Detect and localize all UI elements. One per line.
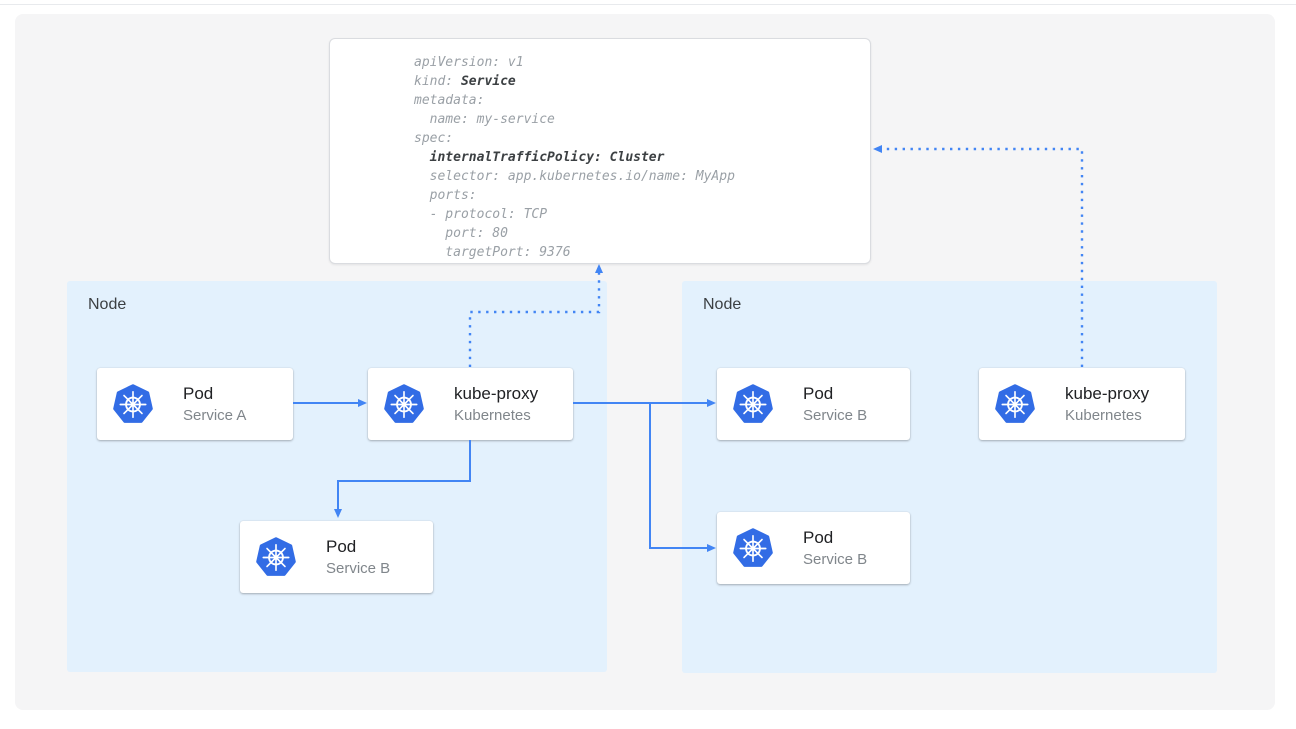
- kube-proxy-right-card: kube-proxy Kubernetes: [979, 368, 1185, 440]
- kube-proxy-left-card: kube-proxy Kubernetes: [368, 368, 573, 440]
- node-left-label: Node: [88, 296, 127, 313]
- yaml-line: name: my-service: [414, 112, 555, 127]
- pod-service-b-bottom-card: Pod Service B: [717, 512, 910, 584]
- node-right: Node Pod Service B Pod Service B kube-pr…: [682, 281, 1217, 673]
- pod-service-b-left-card: Pod Service B: [240, 521, 433, 593]
- card-subtitle: Service B: [326, 559, 391, 577]
- diagram-canvas: Node Pod Service A kube-proxy Kubernetes…: [15, 14, 1275, 710]
- kubernetes-icon: [256, 536, 296, 576]
- node-right-label: Node: [703, 296, 742, 313]
- card-title: Pod: [803, 527, 834, 547]
- card-title: kube-proxy: [454, 383, 539, 403]
- kubernetes-icon: [113, 383, 153, 423]
- card-title: Pod: [183, 383, 214, 403]
- card-subtitle: Service A: [183, 406, 247, 424]
- yaml-line: apiVersion: v1: [414, 55, 524, 70]
- yaml-line: internalTrafficPolicy: Cluster: [429, 150, 665, 165]
- kubernetes-icon: [733, 383, 773, 423]
- yaml-line: kind: Service: [414, 74, 516, 89]
- yaml-line: port: 80: [414, 226, 508, 241]
- pod-service-b-top-card: Pod Service B: [717, 368, 910, 440]
- card-subtitle: Service B: [803, 406, 868, 424]
- card-subtitle: Service B: [803, 550, 868, 568]
- yaml-line: metadata:: [414, 93, 485, 108]
- page-top-divider: [0, 4, 1296, 5]
- yaml-line: ports:: [414, 188, 477, 203]
- yaml-line: selector: app.kubernetes.io/name: MyApp: [414, 169, 735, 184]
- kubernetes-icon: [995, 383, 1035, 423]
- card-title: Pod: [326, 536, 357, 556]
- yaml-line: targetPort: 9376: [414, 245, 571, 260]
- card-subtitle: Kubernetes: [1065, 406, 1142, 424]
- node-left: Node Pod Service A kube-proxy Kubernetes…: [67, 281, 607, 672]
- card-subtitle: Kubernetes: [454, 406, 531, 424]
- card-title: Pod: [803, 383, 834, 403]
- yaml-line: - protocol: TCP: [414, 207, 548, 222]
- service-yaml-card: apiVersion: v1 kind: Service metadata: n…: [329, 38, 871, 264]
- pod-service-a-card: Pod Service A: [97, 368, 293, 440]
- kubernetes-icon: [733, 527, 773, 567]
- kubernetes-icon: [384, 383, 424, 423]
- yaml-line: spec:: [414, 131, 454, 146]
- card-title: kube-proxy: [1065, 383, 1150, 403]
